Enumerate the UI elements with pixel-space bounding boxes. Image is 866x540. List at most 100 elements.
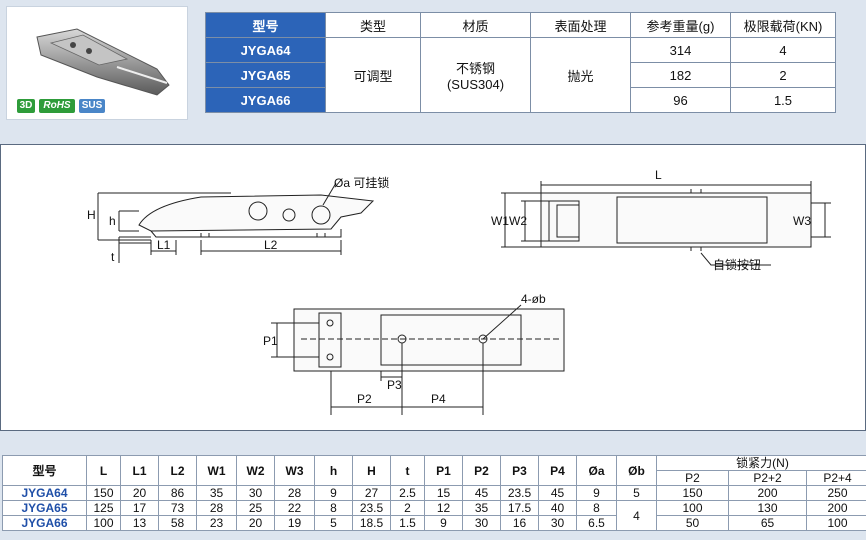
- cell: 6.5: [576, 515, 617, 531]
- spec-model: JYGA64: [205, 37, 326, 63]
- cell-force: 50: [656, 515, 729, 531]
- cell-force: 65: [728, 515, 807, 531]
- cell: 1.5: [390, 515, 425, 531]
- spec-header-type: 类型: [325, 12, 421, 38]
- cell: 9: [424, 515, 463, 531]
- dims-header-t: t: [390, 455, 425, 486]
- dims-header-L2: L2: [158, 455, 197, 486]
- dims-header-L1: L1: [120, 455, 159, 486]
- cell: 23.5: [500, 485, 539, 501]
- cell: 12: [424, 500, 463, 516]
- cell: 17.5: [500, 500, 539, 516]
- 3d-badge: 3D: [17, 99, 35, 113]
- spec-load: 4: [730, 37, 836, 63]
- cell: 150: [86, 485, 121, 501]
- cell: 30: [236, 485, 275, 501]
- dims-header-H: H: [352, 455, 391, 486]
- cell: 18.5: [352, 515, 391, 531]
- cell: 30: [462, 515, 501, 531]
- cell: 23.5: [352, 500, 391, 516]
- spec-material-line1: 不锈钢: [455, 61, 495, 76]
- dims-header-W1: W1: [196, 455, 237, 486]
- dims-header-W3: W3: [274, 455, 315, 486]
- cell-force: 100: [656, 500, 729, 516]
- cell: 20: [120, 485, 159, 501]
- dims-header-force: 锁紧力(N): [656, 455, 866, 471]
- cell: 40: [538, 500, 577, 516]
- dims-header-force-sub: P2: [656, 470, 729, 486]
- cell-phi-b: 4: [616, 500, 657, 531]
- cell: 5: [314, 515, 353, 531]
- side-view: [97, 182, 375, 263]
- spec-model: JYGA65: [205, 62, 326, 88]
- cell: 15: [424, 485, 463, 501]
- cell: 23: [196, 515, 237, 531]
- cell-force: 130: [728, 500, 807, 516]
- bottom-view: [271, 304, 565, 415]
- dims-header-force-sub: P2+2: [728, 470, 807, 486]
- cell: 45: [538, 485, 577, 501]
- sus-badge: SUS: [79, 99, 105, 113]
- cell: 86: [158, 485, 197, 501]
- dims-header-phi-b: Øb: [616, 455, 657, 486]
- cell: 28: [274, 485, 315, 501]
- cell: 8: [314, 500, 353, 516]
- cell: 16: [500, 515, 539, 531]
- cell: 45: [462, 485, 501, 501]
- label-h: h: [109, 214, 116, 228]
- spec-table: 型号 类型 材质 表面处理 参考重量(g) 极限载荷(KN) JYGA64 可调…: [205, 12, 836, 113]
- toggle-latch-image: [36, 28, 170, 96]
- spec-header-load: 极限载荷(KN): [730, 12, 836, 38]
- label-W1: W1: [491, 214, 509, 228]
- dimension-table: 型号 L L1 L2 W1 W2 W3 h H t P1 P2 P3 P4 Øa…: [2, 455, 866, 531]
- cell-force: 100: [806, 515, 866, 531]
- cell: 100: [86, 515, 121, 531]
- cell: 35: [462, 500, 501, 516]
- dims-header-force-sub: P2+4: [806, 470, 866, 486]
- cell: 30: [538, 515, 577, 531]
- label-W3: W3: [793, 214, 811, 228]
- row-model: JYGA66: [2, 515, 87, 531]
- product-photo: 3D RoHS SUS: [6, 6, 188, 120]
- label-P1: P1: [263, 334, 278, 348]
- spec-surface: 抛光: [530, 37, 631, 113]
- cell: 8: [576, 500, 617, 516]
- top-view: [501, 181, 831, 266]
- cell: 25: [236, 500, 275, 516]
- spec-material: 不锈钢(SUS304): [420, 37, 531, 113]
- cell: 58: [158, 515, 197, 531]
- spec-weight: 182: [630, 62, 731, 88]
- spec-load: 2: [730, 62, 836, 88]
- dims-header-P3: P3: [500, 455, 539, 486]
- cell: 73: [158, 500, 197, 516]
- label-lock-button: 自锁按钮: [713, 257, 761, 272]
- row-model: JYGA65: [2, 500, 87, 516]
- cell-force: 200: [728, 485, 807, 501]
- cell-force: 150: [656, 485, 729, 501]
- spec-model: JYGA66: [205, 87, 326, 113]
- cell: 35: [196, 485, 237, 501]
- label-L2: L2: [264, 238, 278, 252]
- spec-type: 可调型: [325, 37, 421, 113]
- spec-header-model: 型号: [205, 12, 326, 38]
- spec-weight: 314: [630, 37, 731, 63]
- label-H: H: [87, 208, 96, 222]
- dims-header-h: h: [314, 455, 353, 486]
- technical-drawing: Øa 可挂锁 H h t L1 L2 L W1 W2 W3 自锁按钮: [0, 144, 866, 431]
- label-P3: P3: [387, 378, 402, 392]
- cell: 9: [576, 485, 617, 501]
- cell: 13: [120, 515, 159, 531]
- dims-header-P1: P1: [424, 455, 463, 486]
- spec-material-line2: (SUS304): [446, 77, 505, 92]
- table-row: JYGA64 150 20 86 35 30 28 9 27 2.5 15 45…: [2, 485, 866, 501]
- cell: 17: [120, 500, 159, 516]
- label-L: L: [655, 168, 662, 182]
- dims-header-phi-a: Øa: [576, 455, 617, 486]
- spec-header-weight: 参考重量(g): [630, 12, 731, 38]
- dims-header-W2: W2: [236, 455, 275, 486]
- cell-force: 200: [806, 500, 866, 516]
- dims-header-model: 型号: [2, 455, 87, 486]
- drawing-svg: Øa 可挂锁 H h t L1 L2 L W1 W2 W3 自锁按钮: [87, 168, 831, 415]
- cell: 9: [314, 485, 353, 501]
- row-model: JYGA64: [2, 485, 87, 501]
